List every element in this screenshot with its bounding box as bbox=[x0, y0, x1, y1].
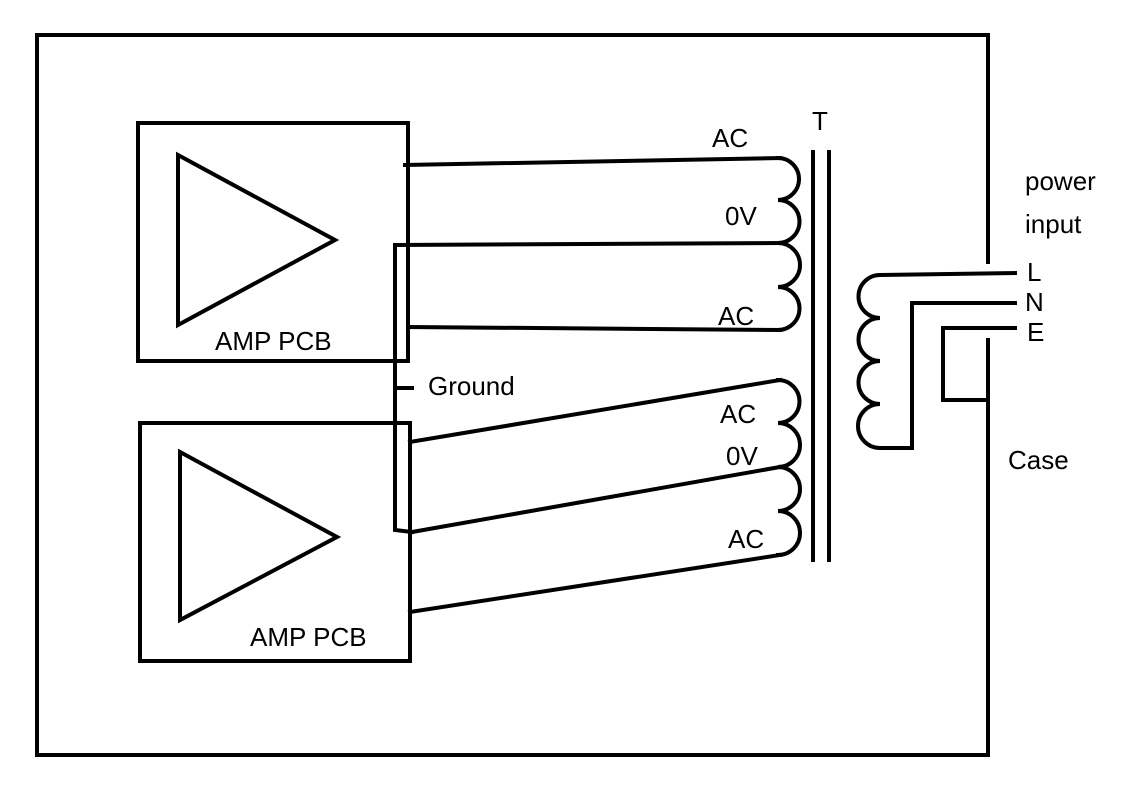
tap-label-bottom-0v: 0V bbox=[726, 441, 758, 471]
primary-winding bbox=[856, 272, 883, 451]
live-terminal-label: L bbox=[1027, 257, 1041, 287]
wire-live bbox=[877, 270, 1018, 278]
amp-symbol-bottom bbox=[178, 448, 342, 624]
ground-label: Ground bbox=[428, 371, 515, 401]
tap-label-bottom-ac1: AC bbox=[720, 399, 756, 429]
transformer-label: T bbox=[812, 106, 828, 136]
wire-top-ac1 bbox=[402, 155, 783, 168]
amp-pcb-bottom bbox=[138, 421, 412, 663]
tap-label-top-ac2: AC bbox=[718, 301, 754, 331]
wire-bottom-ac1 bbox=[407, 377, 783, 445]
case-label: Case bbox=[1008, 445, 1069, 475]
tap-label-bottom-ac2: AC bbox=[728, 524, 764, 554]
wire-neutral bbox=[878, 301, 1017, 450]
wire-earth bbox=[941, 326, 1017, 402]
secondary-winding-bottom bbox=[775, 377, 802, 558]
ground-bus bbox=[393, 243, 415, 535]
amp-pcb-top-label: AMP PCB bbox=[215, 326, 332, 356]
amp-symbol-top bbox=[176, 151, 340, 329]
earth-terminal-label: E bbox=[1027, 317, 1044, 347]
wire-top-ac2 bbox=[405, 324, 783, 333]
wire-bottom-0v bbox=[409, 464, 783, 535]
secondary-winding-top bbox=[775, 155, 802, 333]
tap-label-top-0v: 0V bbox=[725, 201, 757, 231]
amp-pcb-bottom-label: AMP PCB bbox=[250, 622, 367, 652]
case-enclosure bbox=[35, 33, 990, 757]
power-input-label-line2: input bbox=[1025, 209, 1082, 239]
wire-bottom-ac2 bbox=[407, 552, 783, 615]
power-input-label-line1: power bbox=[1025, 166, 1096, 196]
wire-top-0v bbox=[392, 240, 783, 248]
tap-label-top-ac1: AC bbox=[712, 123, 748, 153]
neutral-terminal-label: N bbox=[1025, 287, 1044, 317]
